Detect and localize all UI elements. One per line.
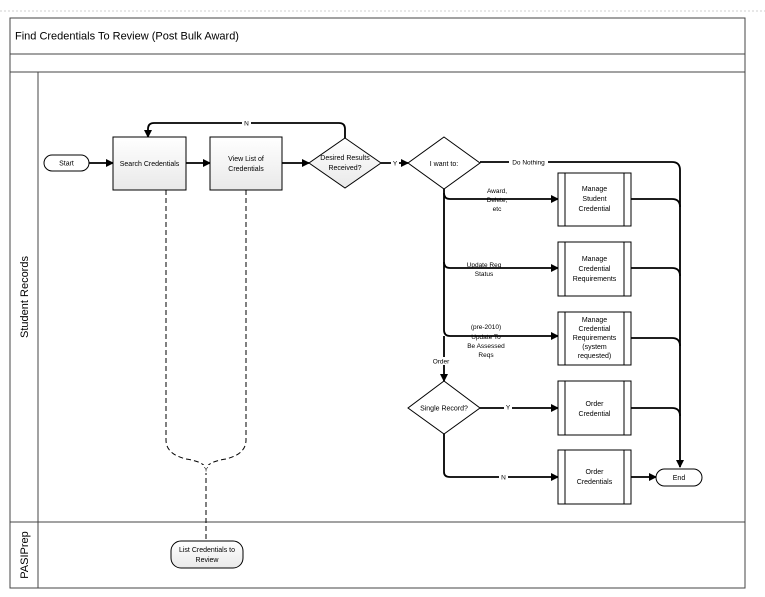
view-list-label-2: Credentials: [228, 166, 264, 173]
label-bg-do-nothing: [509, 158, 548, 166]
manage-student-credential-box: [557, 172, 632, 227]
order-credentials-label-2: Credentials: [577, 479, 613, 486]
edge-label-award-1: Award,: [487, 188, 507, 195]
edge-label-award-2: Delete,: [487, 197, 508, 204]
view-list-box: [209, 136, 283, 191]
edge-label-single-y: Y: [506, 405, 511, 412]
list-credentials-label-2: Review: [196, 557, 220, 564]
manage-student-credential-label-3: Credential: [579, 206, 611, 213]
order-credentials-box: [557, 449, 632, 505]
list-credentials-label-1: List Credentials to: [179, 547, 235, 554]
edge-label-update-req-2: Status: [475, 271, 494, 278]
label-bg-brace-y: [202, 465, 210, 473]
edge-do-nothing: [480, 161, 684, 468]
single-record-label: Single Record?: [420, 406, 468, 413]
edge-single-no: [443, 434, 559, 481]
edge-oc-end: [631, 407, 681, 417]
view-list-label-1: View List of: [228, 156, 264, 163]
order-credential-label-1: Order: [586, 401, 605, 408]
manage-credential-requirements-system-label-2: Credential: [579, 326, 611, 333]
label-bg-n: [242, 119, 251, 127]
edge-label-order: Order: [433, 359, 450, 366]
edge-label-single-n: N: [501, 475, 506, 482]
label-bg-order: [430, 357, 452, 365]
label-bg-single-n: [499, 473, 508, 481]
lane-label-student-records: Student Records: [19, 256, 31, 338]
manage-credential-requirements-system-label-4: (system: [582, 344, 607, 351]
single-record-diamond: [407, 380, 481, 435]
edge-msc-end: [631, 198, 681, 208]
manage-credential-requirements-system-label-1: Manage: [582, 317, 607, 324]
desired-results-label-2: Received?: [328, 165, 361, 172]
search-credentials-label: Search Credentials: [120, 161, 180, 168]
edge-award-delete: [443, 192, 559, 203]
manage-student-credential-label-2: Student: [582, 196, 606, 203]
start-terminal: [43, 154, 90, 172]
edge-label-pre2010-2: Update To: [471, 334, 501, 341]
manage-credential-requirements-label-3: Requirements: [573, 276, 617, 283]
search-credentials-box: [112, 136, 187, 191]
manage-credential-requirements-system-label-5: requested): [578, 353, 611, 360]
order-credential-label-2: Credential: [579, 411, 611, 418]
i-want-to-label: I want to:: [430, 161, 458, 168]
edge-wantto-trunk: [443, 189, 451, 337]
edge-update-req: [443, 261, 559, 272]
order-credentials-label-1: Order: [586, 469, 605, 476]
lane-label-pasiprep: PASIPrep: [19, 531, 31, 579]
edge-label-do-nothing: Do Nothing: [512, 160, 545, 167]
i-want-to-diamond: [407, 136, 481, 190]
desired-results-diamond: [308, 137, 382, 189]
manage-credential-requirements-label-2: Credential: [579, 266, 611, 273]
manage-credential-requirements-system-label-3: Requirements: [573, 335, 617, 342]
label-bg-y: [391, 159, 399, 167]
diagram-title: Find Credentials To Review (Post Bulk Aw…: [15, 31, 239, 43]
desired-results-label-1: Desired Results: [320, 155, 370, 162]
list-credentials-terminal: [170, 540, 244, 569]
edge-mcrs-end: [631, 337, 681, 347]
end-terminal: [655, 468, 703, 487]
dashed-brace-right: [205, 190, 247, 471]
edge-label-pre2010-4: Reqs: [478, 352, 494, 359]
edge-label-n: N: [244, 121, 249, 128]
order-credential-box: [557, 380, 632, 436]
edge-label-pre2010-3: Be Assessed: [467, 343, 505, 350]
manage-credential-requirements-label-1: Manage: [582, 256, 607, 263]
label-bg-single-y: [504, 403, 512, 411]
dashed-brace-left: [165, 190, 207, 471]
edge-mcr-end: [631, 267, 681, 277]
manage-credential-requirements-system-box: [557, 311, 632, 366]
edge-label-award-3: etc: [493, 206, 502, 213]
manage-student-credential-label-1: Manage: [582, 186, 607, 193]
manage-credential-requirements-box: [557, 241, 632, 297]
edge-label-brace-y: Y: [204, 467, 209, 474]
edge-label-update-req-1: Update Req: [467, 262, 502, 269]
edge-label-y: Y: [393, 161, 398, 168]
edge-label-pre2010-1: (pre-2010): [471, 324, 501, 331]
start-label: Start: [59, 161, 74, 168]
end-label: End: [673, 475, 686, 482]
pool-frame: [9, 17, 746, 589]
